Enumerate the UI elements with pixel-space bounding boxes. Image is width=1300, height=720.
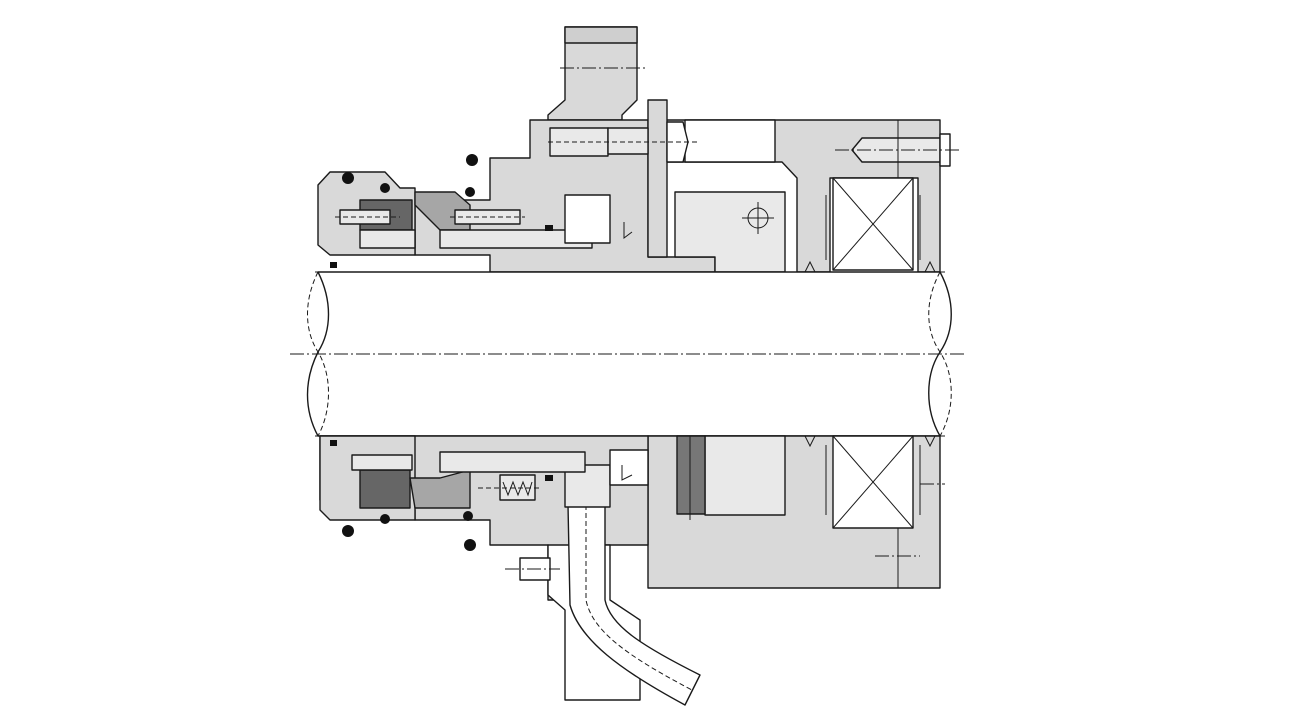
o-ring <box>380 514 390 524</box>
o-ring <box>545 475 553 481</box>
housing-window-lower <box>704 435 786 516</box>
sleeve-lower <box>439 451 586 473</box>
o-ring <box>466 154 478 166</box>
o-ring <box>463 511 473 521</box>
o-ring <box>465 187 475 197</box>
o-ring <box>545 225 553 231</box>
quench-pipe <box>567 504 701 706</box>
o-ring <box>342 525 354 537</box>
lower-section <box>319 435 945 706</box>
drive-key-lower <box>676 435 706 515</box>
o-ring <box>464 539 476 551</box>
shaft <box>290 271 965 437</box>
upper-bolt-slot <box>684 119 776 163</box>
rotating-ring-lower <box>409 469 471 509</box>
o-ring <box>342 172 354 184</box>
gland-flange-top-face <box>564 26 638 44</box>
target-symbol <box>742 202 774 234</box>
spring-lower <box>478 474 540 501</box>
drive-plate-upper <box>647 99 668 258</box>
o-ring <box>380 183 390 193</box>
stationary-face-lower <box>359 469 411 509</box>
o-ring <box>330 440 337 446</box>
o-ring <box>330 262 337 268</box>
upper-section <box>317 26 960 273</box>
